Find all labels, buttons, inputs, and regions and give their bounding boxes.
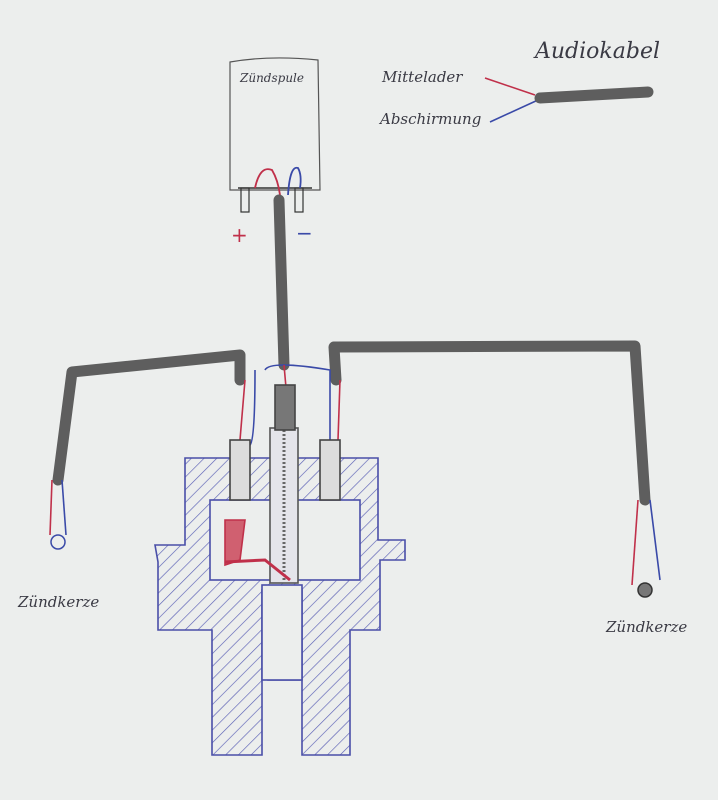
legend: Audiokabel Mittelader Abschirmung: [378, 39, 660, 128]
left-spark-gap: [50, 534, 66, 550]
left-cable: [52, 349, 246, 486]
distributor-body: [154, 384, 406, 756]
terminal-plus: [240, 187, 250, 213]
audio-cable-sample: [534, 86, 654, 104]
right-spark-gap: [637, 582, 653, 598]
ignition-coil: Zündspule + −: [229, 57, 321, 247]
shield-label: Abschirmung: [378, 110, 481, 128]
right-cable: [328, 340, 651, 506]
audio-cable-label: Audiokabel: [533, 39, 660, 64]
terminal-minus: [294, 187, 304, 213]
spark-plug-right-label: Zündkerze: [605, 618, 687, 636]
center-cable: [273, 194, 290, 371]
coil-label: Zündspule: [239, 71, 304, 85]
spark-plug-left-label: Zündkerze: [17, 593, 99, 611]
center-conductor-label: Mittelader: [381, 68, 463, 86]
plus-sign: +: [231, 223, 248, 247]
cables: [52, 194, 651, 506]
minus-sign: −: [296, 221, 313, 245]
